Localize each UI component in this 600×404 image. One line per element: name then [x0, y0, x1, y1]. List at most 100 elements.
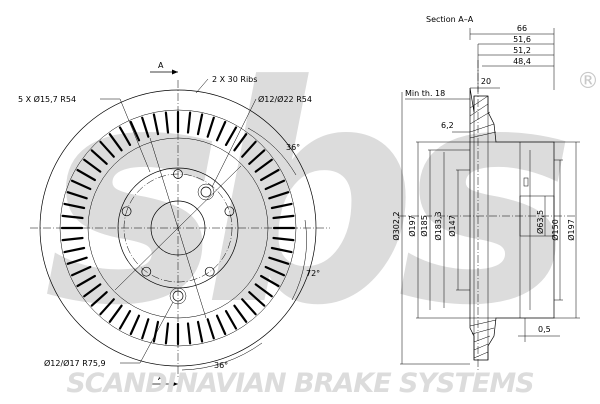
angle-arc-upper	[247, 127, 297, 176]
vent-slot	[270, 246, 293, 254]
watermark-tagline: SCANDINAVIAN BRAKE SYSTEMS	[66, 368, 533, 399]
vent-slot	[76, 168, 97, 182]
label-holes-bottom: Ø12/Ø17 R75,9	[44, 358, 106, 368]
angle-bottom: 36°	[214, 361, 228, 370]
radial-line-2	[114, 165, 242, 291]
section-arrow-top-head	[172, 69, 178, 75]
watermark-logo: sbs ®	[44, 22, 599, 371]
vent-slot	[254, 283, 273, 298]
dim-width-0-5: 0,5	[538, 325, 551, 334]
min-thickness-label: Min th. 18	[405, 89, 445, 98]
vent-slot	[268, 256, 290, 265]
dim-d197-right: Ø197	[566, 219, 576, 241]
section-title: Section A–A	[426, 15, 474, 24]
section-marker-top: A	[158, 61, 164, 70]
vent-slot	[63, 202, 86, 210]
dim-d147: Ø147	[447, 215, 457, 237]
vent-slot	[206, 318, 215, 340]
small-hole-upper-counterbore	[197, 183, 215, 201]
dim-d197-left: Ø197	[407, 215, 417, 237]
vent-slot	[70, 265, 92, 277]
vent-slot	[248, 291, 266, 307]
diameter-dims-left: Ø302,2 Ø197 Ø185 Ø183,3 Ø147	[391, 92, 470, 365]
vent-slot	[260, 274, 280, 288]
vent-slot	[108, 133, 123, 152]
bolt-hole-section	[523, 177, 529, 187]
vent-slot	[272, 214, 295, 220]
bolt-hole	[204, 266, 215, 277]
vent-slot	[260, 168, 280, 182]
vent-slot	[215, 120, 227, 142]
vent-slot	[63, 246, 86, 254]
vent-slot	[241, 140, 257, 158]
vent-slot	[196, 113, 204, 136]
section-view: Section A–A 66 51,6 51,2 48,4 20 Min th.…	[391, 15, 580, 370]
dim-width-6-2: 6,2	[441, 121, 454, 130]
angle-upper: 36°	[286, 143, 300, 152]
section-hatching	[469, 95, 497, 359]
dim-width-20: 20	[481, 77, 491, 86]
bolt-hole	[224, 206, 235, 217]
leader-holes-small	[211, 98, 257, 188]
dim-width-51-6: 51,6	[513, 35, 531, 44]
vent-slot	[264, 179, 286, 191]
vent-slot	[61, 236, 84, 242]
vent-slot	[141, 116, 150, 138]
vent-slot	[164, 322, 170, 345]
dim-d150: Ø150	[550, 219, 560, 241]
bolt-hole	[121, 206, 132, 217]
dim-width-51-2: 51,2	[513, 46, 531, 55]
vent-slot	[141, 318, 150, 340]
vent-slot	[233, 133, 248, 152]
vent-slot	[129, 314, 141, 336]
vent-slot	[83, 158, 102, 173]
label-holes-small: Ø12/Ø22 R54	[258, 94, 312, 104]
vent-slot	[108, 304, 123, 323]
vent-slot	[99, 298, 115, 316]
dim-d185: Ø185	[419, 215, 429, 237]
angle-arc-right	[291, 219, 307, 301]
vent-slot	[224, 126, 238, 146]
vent-slot	[224, 310, 238, 330]
vent-slot	[76, 274, 97, 288]
vent-slot	[118, 126, 132, 146]
vent-slot	[152, 113, 160, 136]
leader-holes-bottom	[139, 301, 174, 364]
dim-d302-2: Ø302,2	[391, 211, 401, 240]
vent-slot	[90, 291, 108, 307]
vent-slot	[254, 158, 273, 173]
dim-width-66: 66	[517, 24, 527, 33]
bolt-hole	[141, 266, 152, 277]
leader-ribs	[195, 78, 209, 94]
vent-slot	[70, 179, 92, 191]
vent-slot	[164, 111, 170, 134]
section-arrow-bottom-head	[172, 381, 178, 387]
vent-slot	[61, 214, 84, 220]
label-ribs: 2 X 30 Ribs	[212, 75, 257, 84]
vent-slot	[272, 236, 295, 242]
vent-slot	[186, 322, 192, 345]
section-marker-bottom: A	[158, 373, 164, 382]
angle-arc-bottom	[181, 342, 263, 371]
vent-slot	[264, 265, 286, 277]
dim-d63-5: Ø63,5	[535, 210, 545, 234]
vent-slot	[215, 314, 227, 336]
vent-slot	[196, 320, 204, 343]
vent-slot	[270, 202, 293, 210]
label-bolt-holes: 5 X Ø15,7 R54	[18, 94, 76, 104]
vent-slot	[248, 149, 266, 165]
vent-slot	[186, 111, 192, 134]
registered-mark: ®	[577, 69, 599, 94]
small-hole-upper	[200, 186, 212, 198]
vent-slot	[83, 283, 102, 298]
watermark-logo-text: sbs	[44, 22, 566, 371]
angle-right: 72°	[306, 269, 320, 278]
vent-slot	[241, 298, 257, 316]
vent-slot	[129, 120, 141, 142]
front-view: A A 5 X Ø15,7 R54 2 X 30 Ribs Ø12/Ø22 R5…	[18, 61, 330, 387]
vent-slot	[268, 191, 290, 200]
vent-slot	[66, 191, 88, 200]
dim-width-48-4: 48,4	[513, 57, 531, 66]
